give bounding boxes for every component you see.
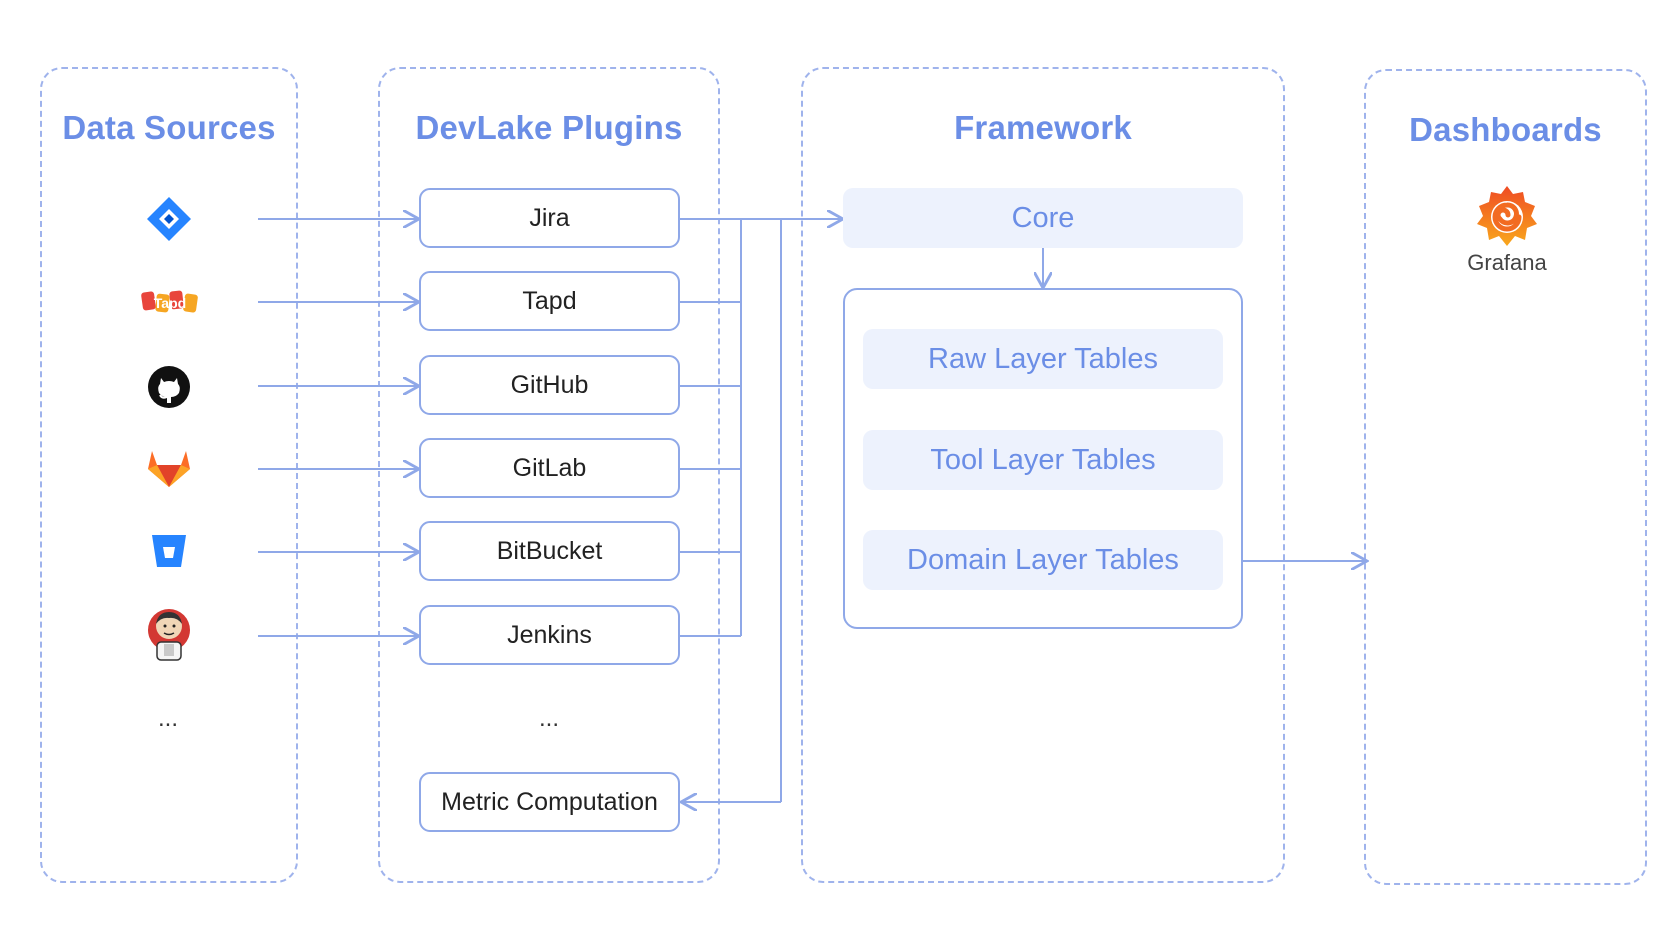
plugins-ellipsis: ... [538, 705, 559, 732]
github-icon [146, 364, 192, 415]
plugin-gitlab[interactable]: GitLab [419, 438, 680, 498]
plugin-metric-computation[interactable]: Metric Computation [419, 772, 680, 832]
framework-core[interactable]: Core [843, 188, 1243, 248]
plugin-jenkins[interactable]: Jenkins [419, 605, 680, 665]
plugins-column: DevLake Plugins [378, 67, 720, 883]
raw-layer-tables[interactable]: Raw Layer Tables [863, 329, 1223, 389]
sources-ellipsis: ... [157, 705, 178, 732]
plugins-title: DevLake Plugins [415, 109, 683, 146]
data-sources-column: Data Sources [40, 67, 298, 883]
data-sources-title: Data Sources [62, 109, 276, 146]
tapd-icon: Tapd [140, 286, 200, 323]
grafana-icon [1475, 184, 1539, 255]
plugin-tapd[interactable]: Tapd [419, 271, 680, 331]
grafana-label: Grafana [1467, 250, 1547, 275]
dashboards-column: Dashboards [1364, 69, 1647, 885]
gitlab-icon [146, 447, 192, 494]
tapd-logo-text: Tapd [154, 295, 186, 311]
jenkins-icon [144, 606, 194, 667]
plugin-github[interactable]: GitHub [419, 355, 680, 415]
dashboards-title: Dashboards [1409, 111, 1602, 148]
plugin-bitbucket[interactable]: BitBucket [419, 521, 680, 581]
tool-layer-tables[interactable]: Tool Layer Tables [863, 430, 1223, 490]
jira-icon [145, 195, 193, 248]
framework-title: Framework [954, 109, 1132, 146]
framework-column: Framework [801, 67, 1285, 883]
plugin-jira[interactable]: Jira [419, 188, 680, 248]
domain-layer-tables[interactable]: Domain Layer Tables [863, 530, 1223, 590]
bitbucket-icon [149, 531, 189, 576]
